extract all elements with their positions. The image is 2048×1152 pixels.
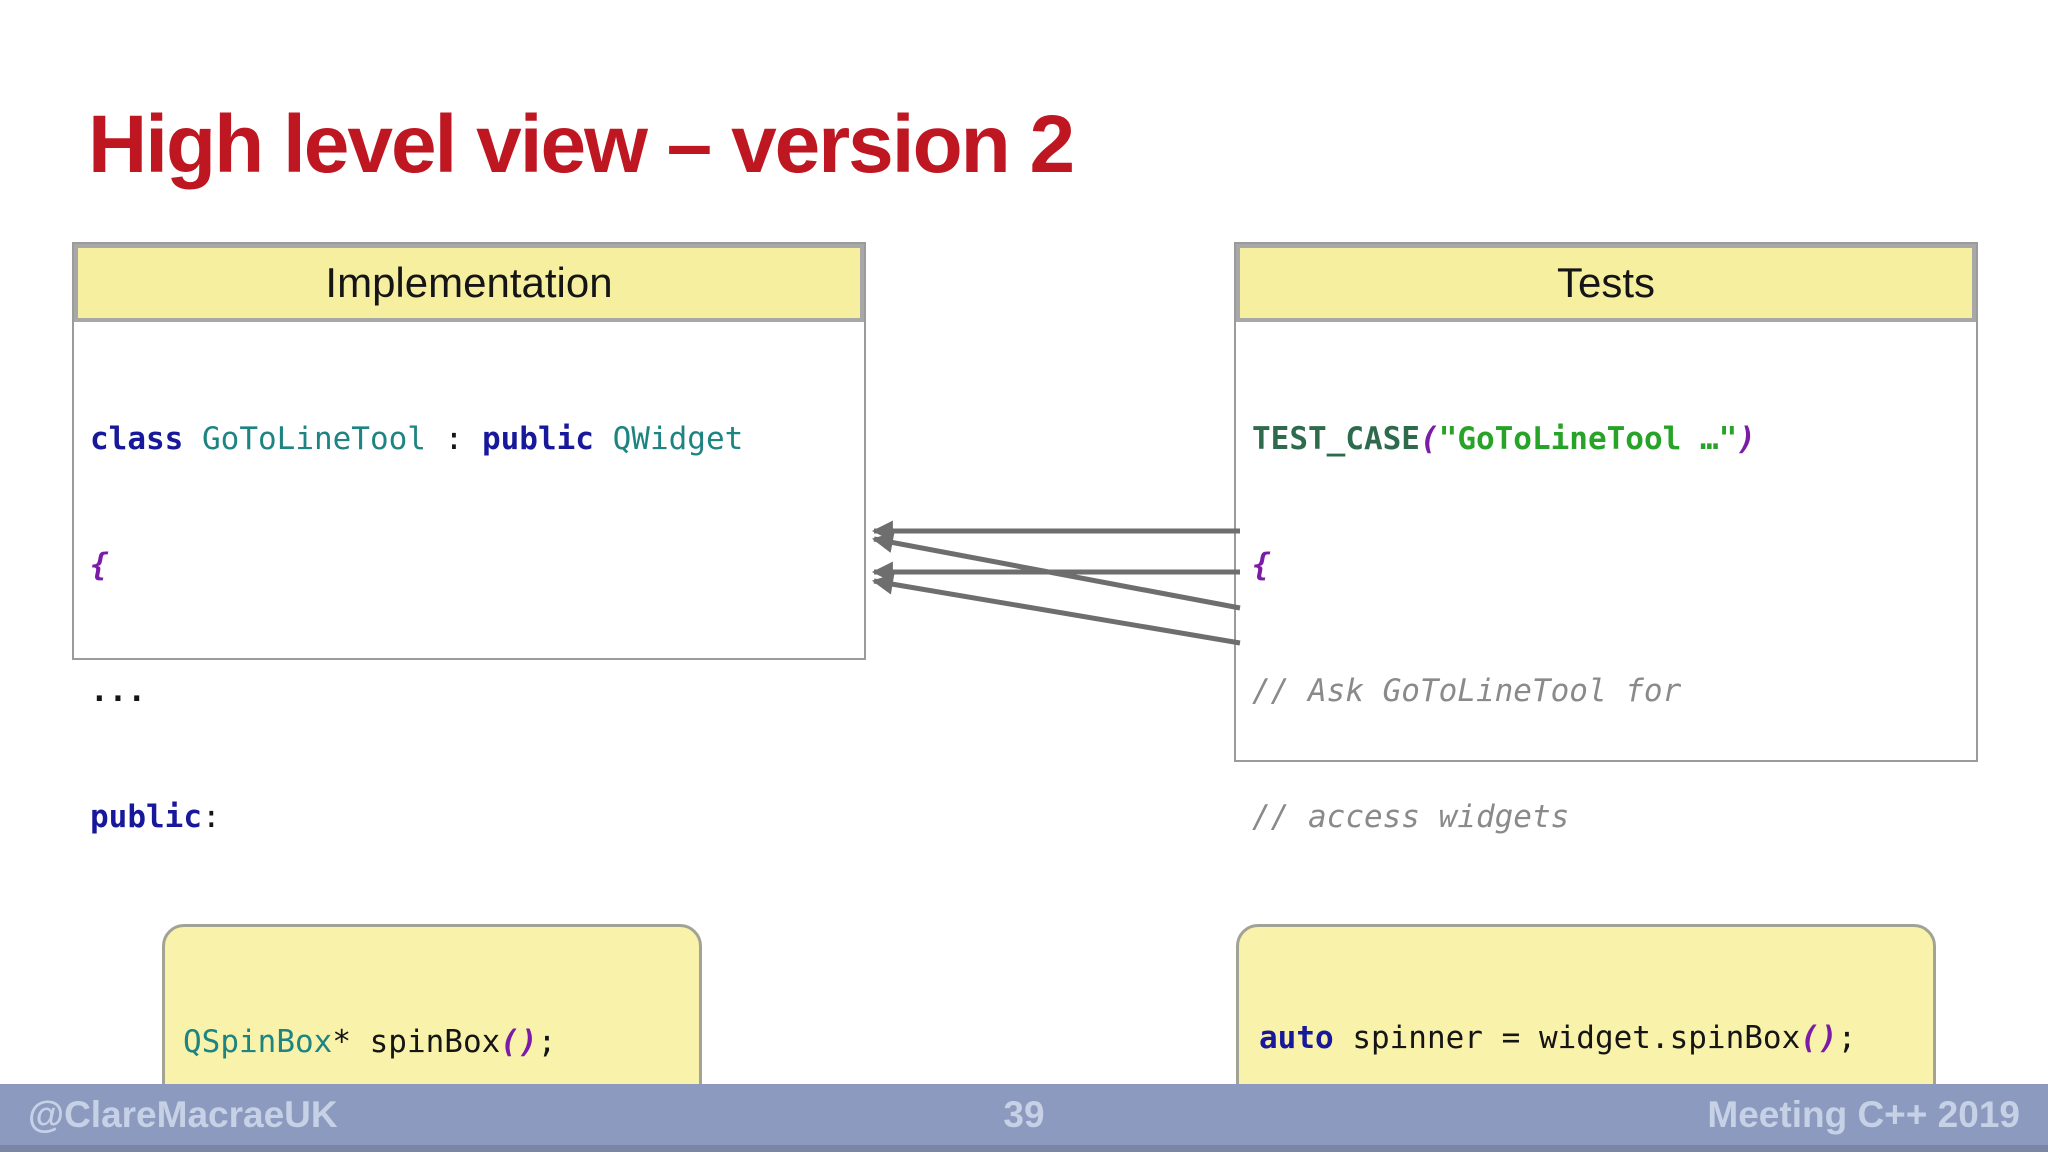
footer-page-number: 39: [1003, 1093, 1045, 1135]
code-token: (: [1419, 421, 1439, 457]
code-token: (): [1800, 1020, 1838, 1056]
code-token: auto: [1259, 1020, 1334, 1056]
code-token: public: [481, 421, 594, 457]
code-token: "GoToLineTool …": [1438, 421, 1738, 457]
tests-panel: Tests TEST_CASE("GoToLineTool …") { // A…: [1234, 242, 1978, 1152]
code-token: public: [90, 799, 202, 835]
code-line: QSpinBox* spinBox();: [183, 1019, 699, 1066]
code-token: QSpinBox: [183, 1024, 333, 1060]
implementation-header-label: Implementation: [325, 259, 613, 306]
code-token: TEST_CASE: [1252, 421, 1420, 457]
code-token: // Ask GoToLineTool for: [1252, 673, 1682, 709]
code-line: public:: [90, 796, 864, 838]
footer-bar: @ClareMacraeUK 39 Meeting C++ 2019: [0, 1084, 2048, 1152]
implementation-code: class GoToLineTool : public QWidget { ..…: [74, 322, 864, 1152]
code-token: * spinBox: [332, 1024, 501, 1060]
implementation-panel: Implementation class GoToLineTool : publ…: [72, 242, 866, 1152]
code-line: TEST_CASE("GoToLineTool …"): [1252, 418, 1976, 460]
connector-arrow: [871, 532, 1241, 611]
code-token: :: [425, 421, 482, 457]
code-token: class: [90, 421, 184, 457]
code-token: (): [500, 1024, 538, 1060]
code-line: // Ask GoToLineTool for: [1252, 670, 1976, 712]
code-token: ;: [537, 1024, 557, 1060]
code-token: ;: [1837, 1020, 1857, 1056]
footer-conference-name: Meeting C++ 2019: [1707, 1093, 2020, 1135]
code-token: QWidget: [612, 421, 744, 457]
code-line: // access widgets: [1252, 796, 1976, 838]
code-line: auto spinner = widget.spinBox();: [1259, 1017, 1933, 1059]
code-token: ): [1737, 421, 1756, 457]
code-token: {: [90, 547, 109, 583]
code-line: ...: [90, 670, 864, 712]
code-line: {: [90, 544, 864, 586]
code-token: ...: [90, 673, 146, 709]
code-token: :: [201, 799, 221, 835]
code-token: spinner = widget.spinBox: [1333, 1020, 1801, 1056]
tests-header: Tests: [1236, 244, 1976, 322]
slide-title: High level view – version 2: [88, 99, 1075, 190]
implementation-header: Implementation: [74, 244, 864, 322]
tests-code: TEST_CASE("GoToLineTool …") { // Ask GoT…: [1236, 322, 1976, 1152]
code-token: {: [1252, 547, 1271, 583]
footer-twitter-handle: @ClareMacraeUK: [28, 1093, 338, 1135]
code-line: {: [1252, 544, 1976, 586]
code-line: class GoToLineTool : public QWidget: [90, 418, 864, 460]
code-token: GoToLineTool: [202, 421, 426, 457]
code-token: [594, 421, 613, 457]
code-token: // access widgets: [1252, 799, 1570, 835]
tests-header-label: Tests: [1556, 259, 1656, 306]
connector-arrow: [871, 573, 1241, 646]
code-token: [183, 421, 202, 457]
